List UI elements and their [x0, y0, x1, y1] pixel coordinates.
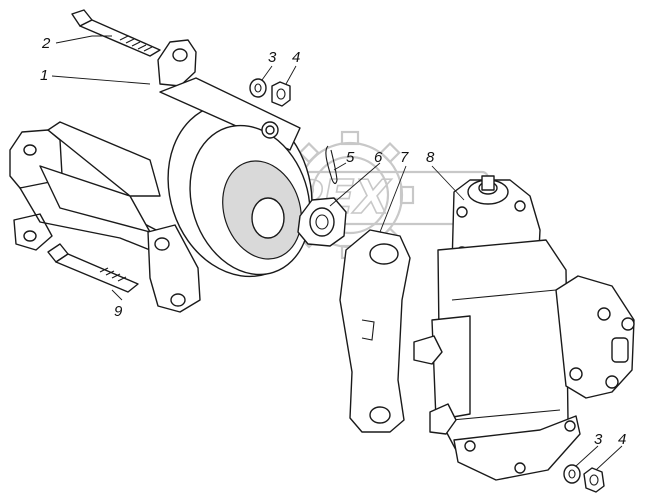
part-8-steering-gear	[413, 175, 635, 481]
callout-2: 2	[41, 35, 51, 52]
part-9-bolt-lower	[47, 243, 139, 293]
part-2-bolt-top	[71, 9, 161, 57]
callout-3-top: 3	[268, 49, 277, 66]
callout-6: 6	[374, 149, 383, 166]
part-4-nut-top	[271, 81, 291, 107]
callout-8: 8	[426, 149, 435, 166]
leader-lines	[51, 35, 623, 471]
callout-7: 7	[400, 149, 409, 166]
part-3-washer-top	[249, 78, 267, 98]
part-3-washer-bottom	[563, 464, 581, 484]
callout-9: 9	[114, 303, 123, 320]
callout-4-top: 4	[292, 49, 300, 66]
callout-1: 1	[40, 67, 48, 84]
part-4-nut-bottom	[583, 467, 605, 493]
callout-5: 5	[346, 149, 355, 166]
callouts: 2 1 3 4 5 6 7 8 9 3 4	[40, 35, 626, 448]
callout-4-bottom: 4	[618, 431, 626, 448]
part-6-castle-nut	[297, 197, 347, 247]
part-7-pitman-arm	[339, 229, 411, 433]
part-5-cotter-pin	[325, 145, 338, 185]
callout-3-bottom: 3	[594, 431, 603, 448]
part-1-bracket	[9, 39, 313, 313]
